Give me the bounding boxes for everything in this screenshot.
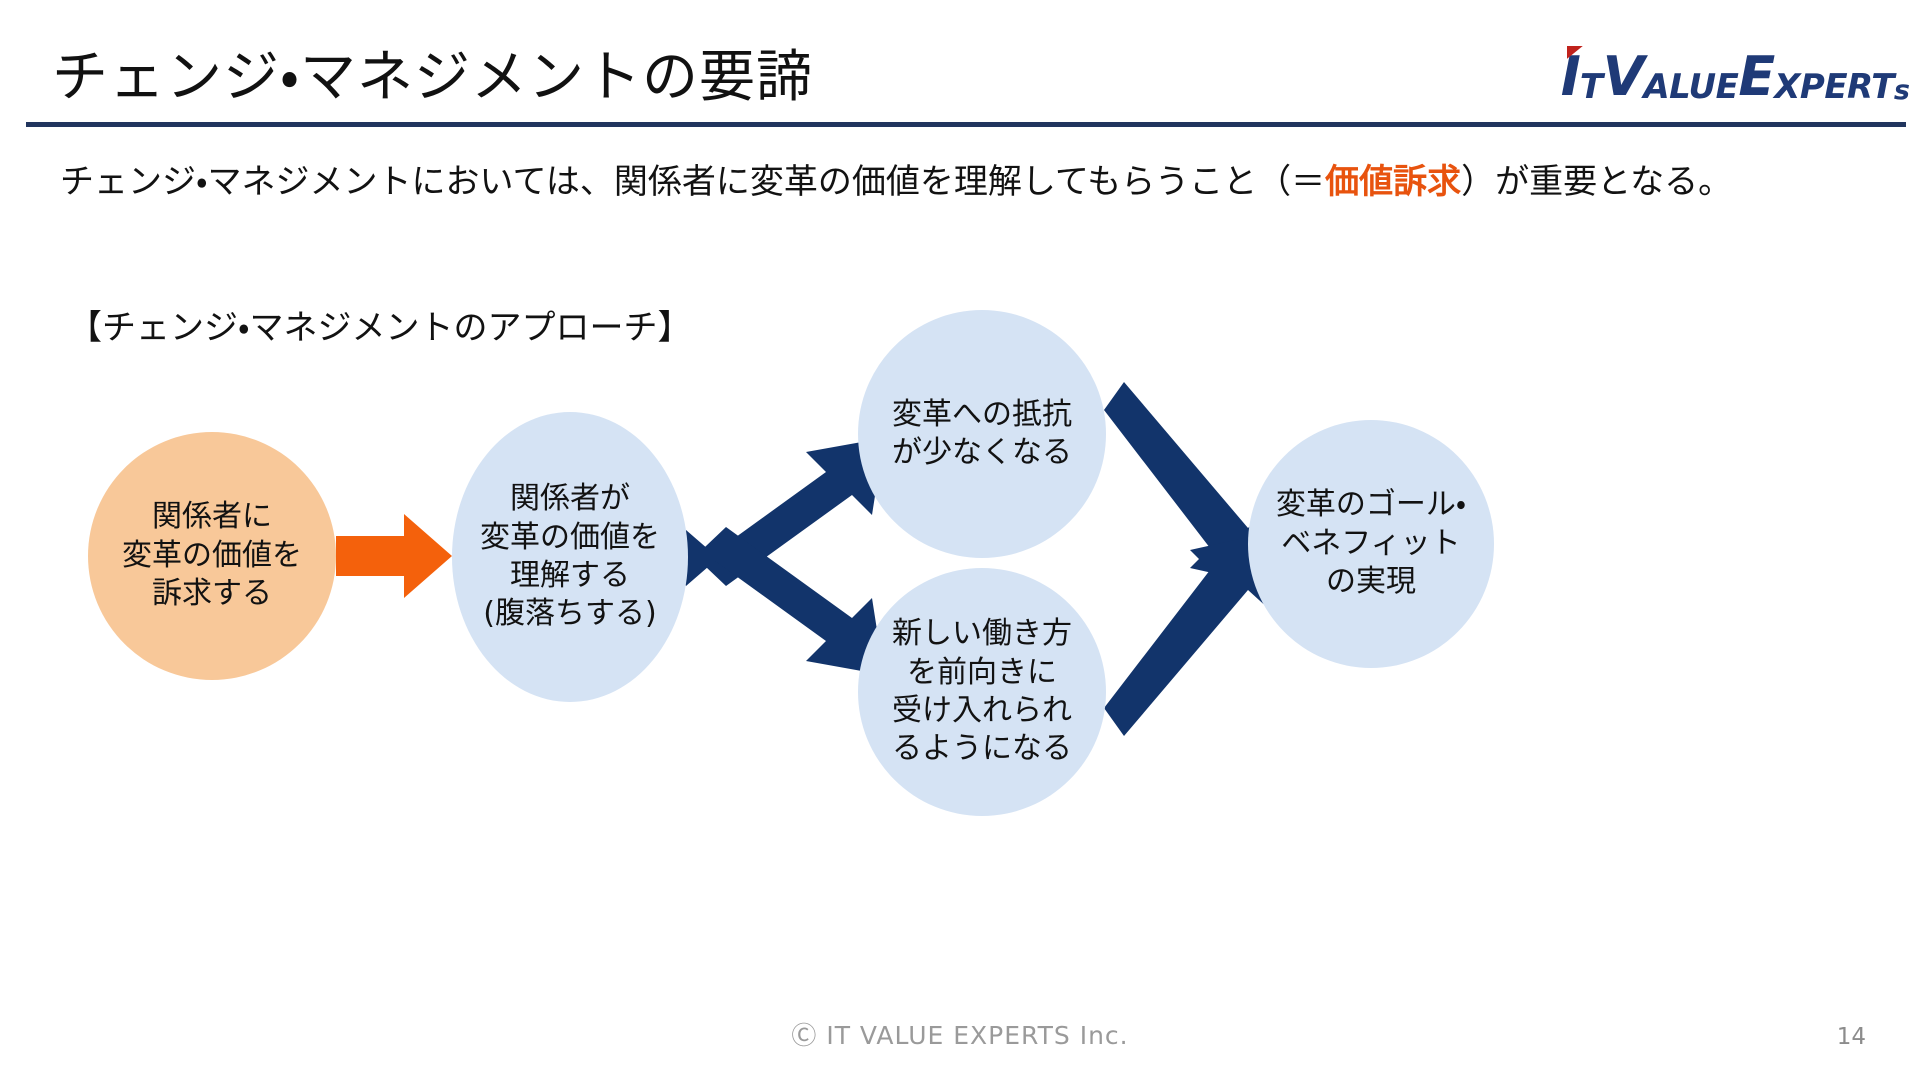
company-logo: I T V ALUE E XPERT s xyxy=(1561,42,1910,104)
logo-letter-t: T xyxy=(1579,67,1603,107)
arrow-understand-to-acceptance xyxy=(686,527,884,675)
logo-letter-s: s xyxy=(1893,75,1910,106)
arrow-source-to-understand xyxy=(336,514,452,598)
node-accept-new-work-style[interactable]: 新しい働き方 を前向きに 受け入れられ るようになる xyxy=(858,568,1106,816)
logo-letter-v: V xyxy=(1602,45,1645,108)
logo-text-alue: ALUE xyxy=(1643,67,1739,107)
node-stakeholder-understands[interactable]: 関係者が 変革の価値を 理解する (腹落ちする) xyxy=(452,412,688,702)
logo-text-xpert: XPERT xyxy=(1774,67,1894,107)
approach-section-heading: 【チェンジ・マネジメントのアプローチ】 xyxy=(68,308,692,348)
lead-text-after: ）が重要となる。 xyxy=(1461,162,1733,202)
page-title: チェンジ・マネジメントの要諦 xyxy=(52,45,814,110)
lead-text-highlight: 価値訴求 xyxy=(1325,162,1462,202)
node-stakeholder-value-appeal[interactable]: 関係者に 変革の価値を 訴求する xyxy=(88,432,336,680)
node-goal-benefit-realization[interactable]: 変革のゴール・ ベネフィット の実現 xyxy=(1248,420,1494,668)
node-less-resistance[interactable]: 変革への抵抗 が少なくなる xyxy=(858,310,1106,558)
page-number: 14 xyxy=(1836,1024,1866,1050)
header-divider xyxy=(26,122,1906,127)
arrow-resistance-to-goal xyxy=(1104,382,1270,584)
arrow-understand-to-resistance xyxy=(686,438,884,586)
footer-copyright: Ⓒ IT VALUE EXPERTS Inc. xyxy=(791,1021,1129,1050)
lead-paragraph: チェンジ・マネジメントにおいては、関係者に変革の価値を理解してもらうこと（＝価値… xyxy=(60,160,1860,206)
arrow-acceptance-to-goal xyxy=(1104,534,1270,736)
logo-letter-i: I xyxy=(1560,45,1581,108)
lead-text-before: チェンジ・マネジメントにおいては、関係者に変革の価値を理解してもらうこと（＝ xyxy=(60,162,1326,202)
change-management-flow-diagram: 関係者に 変革の価値を 訴求する 関係者が 変革の価値を 理解する (腹落ちする… xyxy=(0,310,1920,980)
logo-letter-e: E xyxy=(1738,45,1775,108)
